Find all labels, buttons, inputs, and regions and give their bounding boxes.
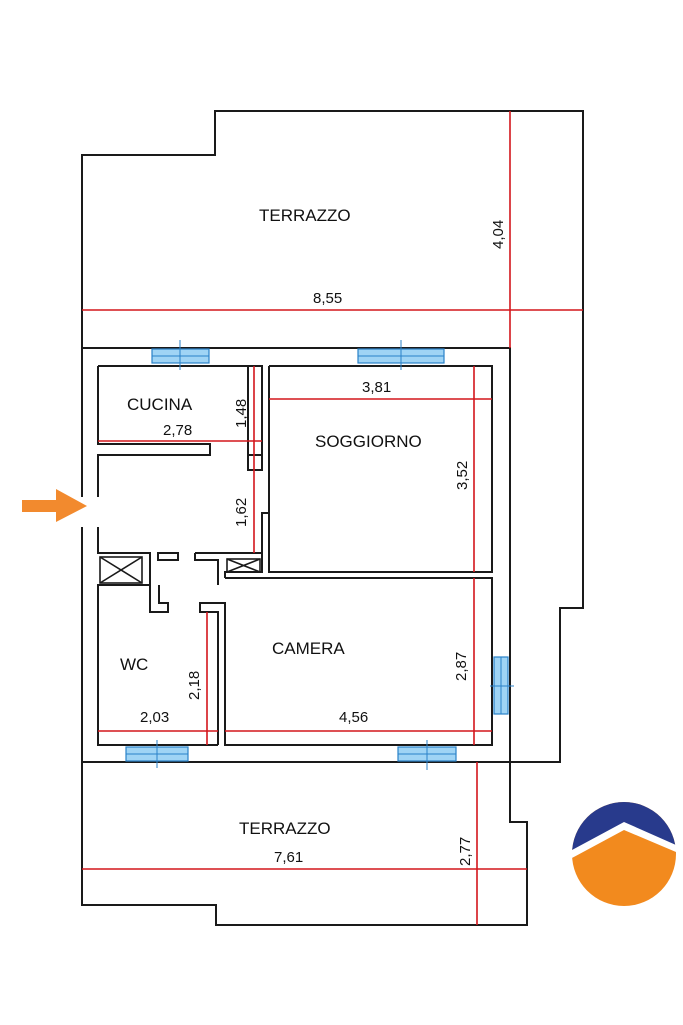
dim-terrazzo-top-depth: 4,04 — [490, 220, 507, 249]
dim-soggiorno-width: 3,81 — [362, 379, 391, 396]
dim-soggiorno-depth: 3,52 — [454, 461, 471, 490]
apartment-walls — [81, 347, 511, 763]
dim-wc-width: 2,03 — [140, 709, 169, 726]
house-roof-logo — [572, 802, 676, 906]
dim-cucina-depth: 1,48 — [233, 399, 250, 428]
dim-camera-depth: 2,87 — [453, 652, 470, 681]
room-soggiorno: SOGGIORNO — [315, 432, 422, 451]
room-cucina: CUCINA — [127, 395, 193, 414]
arrow-right-icon — [22, 489, 87, 522]
dim-terrazzo-bottom-width: 7,61 — [274, 849, 303, 866]
window-wc — [125, 740, 189, 768]
dim-camera-width: 4,56 — [339, 709, 368, 726]
dim-cucina-width: 2,78 — [163, 422, 192, 439]
dim-corridor-length: 1,62 — [233, 498, 250, 527]
room-terrazzo-top: TERRAZZO — [259, 206, 351, 225]
window-camera-bottom — [397, 740, 457, 770]
dim-terrazzo-bottom-depth: 2,77 — [457, 837, 474, 866]
windows — [125, 340, 514, 770]
room-wc: WC — [120, 655, 148, 674]
room-terrazzo-bottom: TERRAZZO — [239, 819, 331, 838]
dim-wc-depth: 2,18 — [186, 671, 203, 700]
dimension-lines — [82, 111, 583, 925]
dim-terrazzo-top-width: 8,55 — [313, 290, 342, 307]
room-camera: CAMERA — [272, 639, 345, 658]
window-soggiorno — [357, 340, 445, 370]
window-camera-side — [490, 656, 514, 715]
window-cucina — [151, 340, 210, 370]
outer-walls — [81, 110, 584, 926]
